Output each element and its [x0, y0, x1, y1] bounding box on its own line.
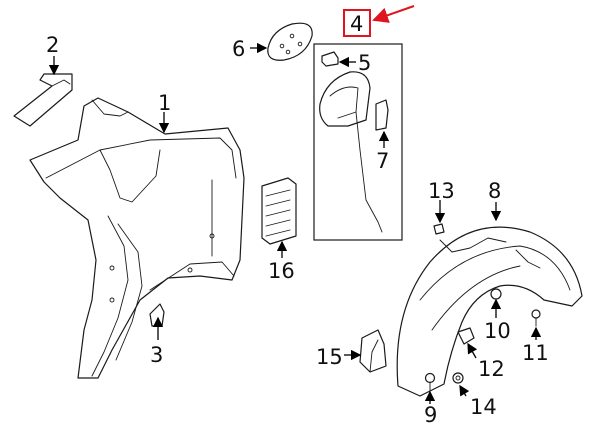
callout-7: 7 [376, 149, 389, 173]
callout-1: 1 [158, 91, 171, 115]
callout-9: 9 [424, 403, 437, 427]
callout-11: 11 [522, 341, 549, 365]
clip [149, 303, 165, 327]
gasket [267, 22, 313, 61]
fastener-11 [531, 309, 541, 327]
fastener-14 [452, 372, 464, 384]
fuel-door-housing [319, 71, 383, 233]
callout-10: 10 [484, 319, 511, 343]
callout-6: 6 [232, 37, 245, 61]
bracket [13, 73, 73, 127]
callout-13: 13 [428, 179, 455, 203]
wheelhouse-liner [396, 226, 583, 397]
callout-8: 8 [488, 179, 501, 203]
callout-5: 5 [358, 51, 371, 75]
quarter-panel [29, 97, 245, 379]
assembly-box [313, 43, 403, 241]
fastener-13 [433, 223, 445, 235]
highlight-arrow [372, 5, 415, 23]
fastener-10 [490, 288, 502, 300]
bracket-15 [359, 329, 387, 373]
highlight-box [343, 9, 371, 37]
callout-2: 2 [46, 33, 59, 57]
fastener-9 [424, 372, 436, 391]
vent-grille [261, 177, 297, 245]
callout-4: 4 [350, 12, 363, 36]
fastener-12 [457, 327, 475, 345]
callout-14: 14 [470, 395, 497, 419]
actuator [375, 99, 389, 131]
callout-16: 16 [268, 259, 295, 283]
callout-15: 15 [316, 345, 343, 369]
bumper-pad [321, 51, 339, 67]
callout-3: 3 [150, 343, 163, 367]
callout-12: 12 [478, 357, 505, 381]
